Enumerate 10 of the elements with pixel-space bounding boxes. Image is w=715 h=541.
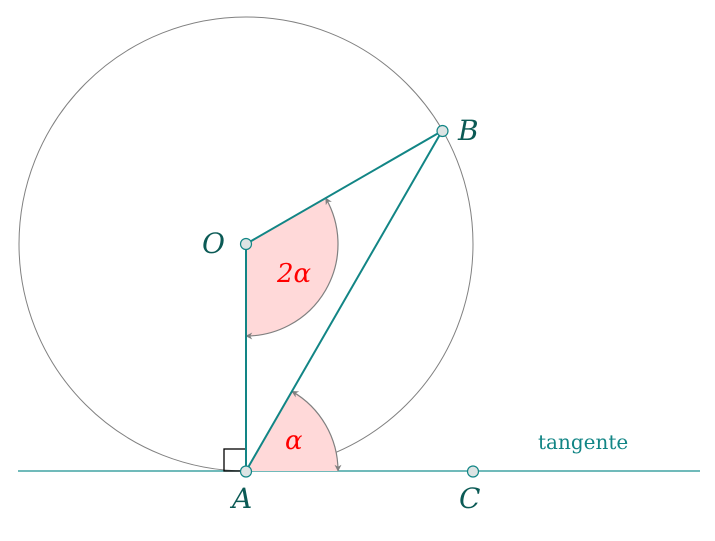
point-label: C	[459, 484, 480, 514]
line-segment	[248, 135, 440, 467]
line-segment	[245, 250, 247, 466]
line-label: tangente	[538, 429, 628, 455]
line-segment	[250, 132, 438, 242]
point-label: A	[232, 484, 252, 514]
angle-label: 2α	[277, 261, 312, 287]
point-label: B	[458, 116, 479, 146]
point-label: O	[202, 229, 225, 259]
angle-label: α	[285, 428, 303, 454]
